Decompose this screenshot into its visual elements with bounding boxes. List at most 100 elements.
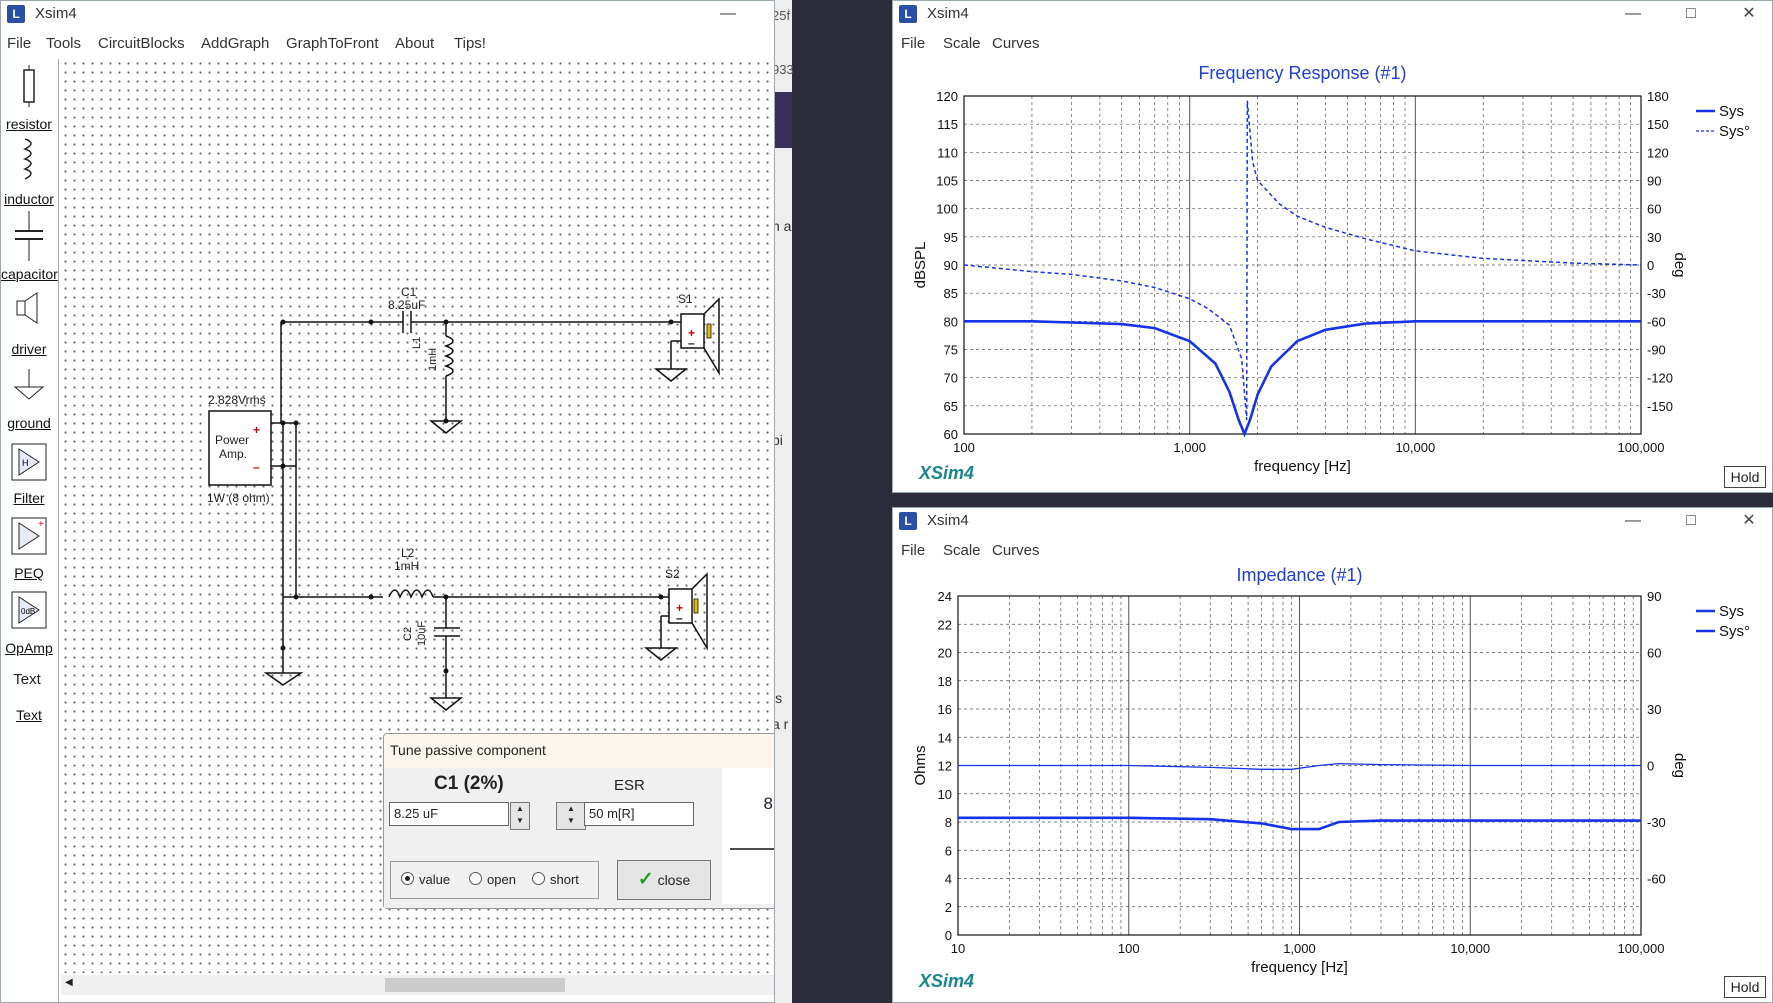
s2-label: S2 (665, 567, 680, 581)
menu-tips[interactable]: Tips! (454, 35, 486, 52)
y2-tick-label: -90 (1647, 343, 1666, 358)
series-line-1 (963, 100, 1642, 420)
y2-axis-label: deg (1671, 252, 1688, 277)
legend-label: Sys° (1719, 123, 1750, 140)
radio-value[interactable]: value (401, 872, 450, 887)
value-stepper[interactable]: ▲▼ (510, 802, 530, 830)
capacitor-preview-icon (730, 848, 774, 850)
y-tick-label: 105 (936, 174, 958, 189)
menu-file[interactable]: File (901, 542, 926, 559)
tool-resistor[interactable]: resistor (6, 116, 52, 132)
y-tick-label: 85 (944, 286, 958, 301)
menu-graphtofront[interactable]: GraphToFront (286, 35, 379, 52)
menu-curves[interactable]: Curves (992, 542, 1040, 559)
toolbox: resistor inductor capacitor driver groun… (1, 59, 59, 1002)
resistor-icon[interactable] (15, 65, 43, 107)
menu-circuitblocks[interactable]: CircuitBlocks (98, 35, 185, 52)
minimize-button[interactable]: — (1625, 512, 1641, 529)
tool-peq[interactable]: PEQ (14, 565, 44, 581)
chart-title: Impedance (#1) (1236, 566, 1362, 585)
background-text: pi (772, 432, 783, 448)
menu-about[interactable]: About (395, 35, 435, 52)
freq-menubar: File Scale Curves (893, 31, 1772, 57)
amp-voltage-label: 2.828Vrms (208, 393, 266, 407)
tool-filter[interactable]: Filter (13, 490, 45, 506)
svg-text:–: – (688, 336, 695, 350)
tool-text[interactable]: Text (16, 707, 42, 723)
x-tick-label: 1,000 (1283, 941, 1316, 956)
y-tick-label: 4 (945, 872, 952, 887)
ground-icon[interactable] (11, 369, 47, 405)
preview-value: 8.25uF (763, 794, 774, 813)
menu-file[interactable]: File (901, 35, 926, 52)
tool-ground[interactable]: ground (7, 415, 51, 431)
value-input[interactable]: 8.25 uF (389, 802, 509, 826)
frequency-response-chart[interactable]: 6065707580859095100105110115120-150-120-… (893, 59, 1772, 489)
menu-addgraph[interactable]: AddGraph (201, 35, 270, 52)
driver-icon[interactable] (13, 291, 43, 327)
y-tick-label: 6 (945, 843, 952, 858)
l1-label: L1 (411, 337, 423, 349)
tool-opamp[interactable]: OpAmp (5, 640, 53, 656)
background-text: 933 (772, 62, 794, 77)
background-banner (770, 92, 792, 148)
radio-open[interactable]: open (469, 872, 516, 887)
close-window-button[interactable]: ✕ (1742, 512, 1756, 529)
radio-short-dot[interactable] (532, 872, 545, 885)
text-icon[interactable]: Text (13, 671, 41, 688)
svg-text:H: H (22, 458, 29, 468)
imp-menubar: File Scale Curves (893, 538, 1772, 564)
close-button[interactable]: ✓ close (617, 860, 711, 900)
minimize-button[interactable]: — (720, 5, 736, 22)
x-tick-label: 100 (953, 440, 975, 455)
menu-curves[interactable]: Curves (992, 35, 1040, 52)
radio-value-dot[interactable] (401, 872, 414, 885)
y2-tick-label: 120 (1647, 145, 1669, 160)
c1-value-label: 8.25uF (388, 298, 426, 312)
scrollbar-thumb[interactable] (385, 978, 565, 992)
radio-open-dot[interactable] (469, 872, 482, 885)
chart-title: Frequency Response (#1) (1198, 63, 1406, 83)
window-title: Xsim4 (927, 512, 969, 529)
filter-icon[interactable]: H (11, 443, 47, 481)
imp-titlebar[interactable]: L Xsim4 — □ ✕ (893, 508, 1772, 534)
minimize-button[interactable]: — (1625, 5, 1641, 22)
background-text: a r (772, 716, 789, 732)
radio-short[interactable]: short (532, 872, 579, 887)
y-tick-label: 115 (937, 117, 958, 132)
menu-tools[interactable]: Tools (46, 35, 82, 52)
series-line-1 (958, 762, 1641, 770)
tool-inductor[interactable]: inductor (4, 191, 54, 207)
l1-value-text: 1mH (427, 347, 439, 371)
opamp-icon[interactable]: 0dB (11, 591, 47, 629)
c2-name-label: C2 (402, 627, 414, 641)
hold-button[interactable]: Hold (1724, 976, 1766, 998)
freq-titlebar[interactable]: L Xsim4 — □ ✕ (893, 1, 1772, 27)
esr-stepper[interactable]: ▲▼ (556, 802, 586, 830)
maximize-button[interactable]: □ (1686, 5, 1696, 22)
maximize-button[interactable]: □ (1686, 512, 1696, 529)
x-tick-label: 100 (1118, 941, 1140, 956)
main-titlebar[interactable]: L Xsim4 — □ ✕ (1, 1, 774, 27)
y2-tick-label: 30 (1647, 702, 1661, 717)
menu-scale[interactable]: Scale (943, 542, 981, 559)
x-tick-label: 100,000 (1618, 440, 1665, 455)
y-tick-label: 10 (938, 787, 952, 802)
horizontal-scrollbar[interactable]: ◀ ▶ (61, 975, 774, 995)
hold-button[interactable]: Hold (1724, 466, 1766, 488)
background-text: is (772, 690, 783, 706)
peq-icon[interactable]: + (11, 517, 47, 555)
inductor-icon[interactable] (15, 137, 43, 183)
menu-file[interactable]: File (7, 35, 32, 52)
esr-input[interactable]: 50 m[R] (584, 802, 694, 826)
capacitor-icon[interactable] (11, 211, 47, 261)
menu-scale[interactable]: Scale (943, 35, 981, 52)
tool-capacitor[interactable]: capacitor (1, 266, 58, 282)
main-menubar: File Tools CircuitBlocks AddGraph GraphT… (1, 31, 774, 57)
close-window-button[interactable]: ✕ (1742, 5, 1756, 22)
c2-value-text: 10uF (416, 620, 428, 646)
scroll-left-button[interactable]: ◀ (65, 977, 73, 988)
tool-driver[interactable]: driver (11, 341, 47, 357)
x-tick-label: 10 (951, 941, 965, 956)
